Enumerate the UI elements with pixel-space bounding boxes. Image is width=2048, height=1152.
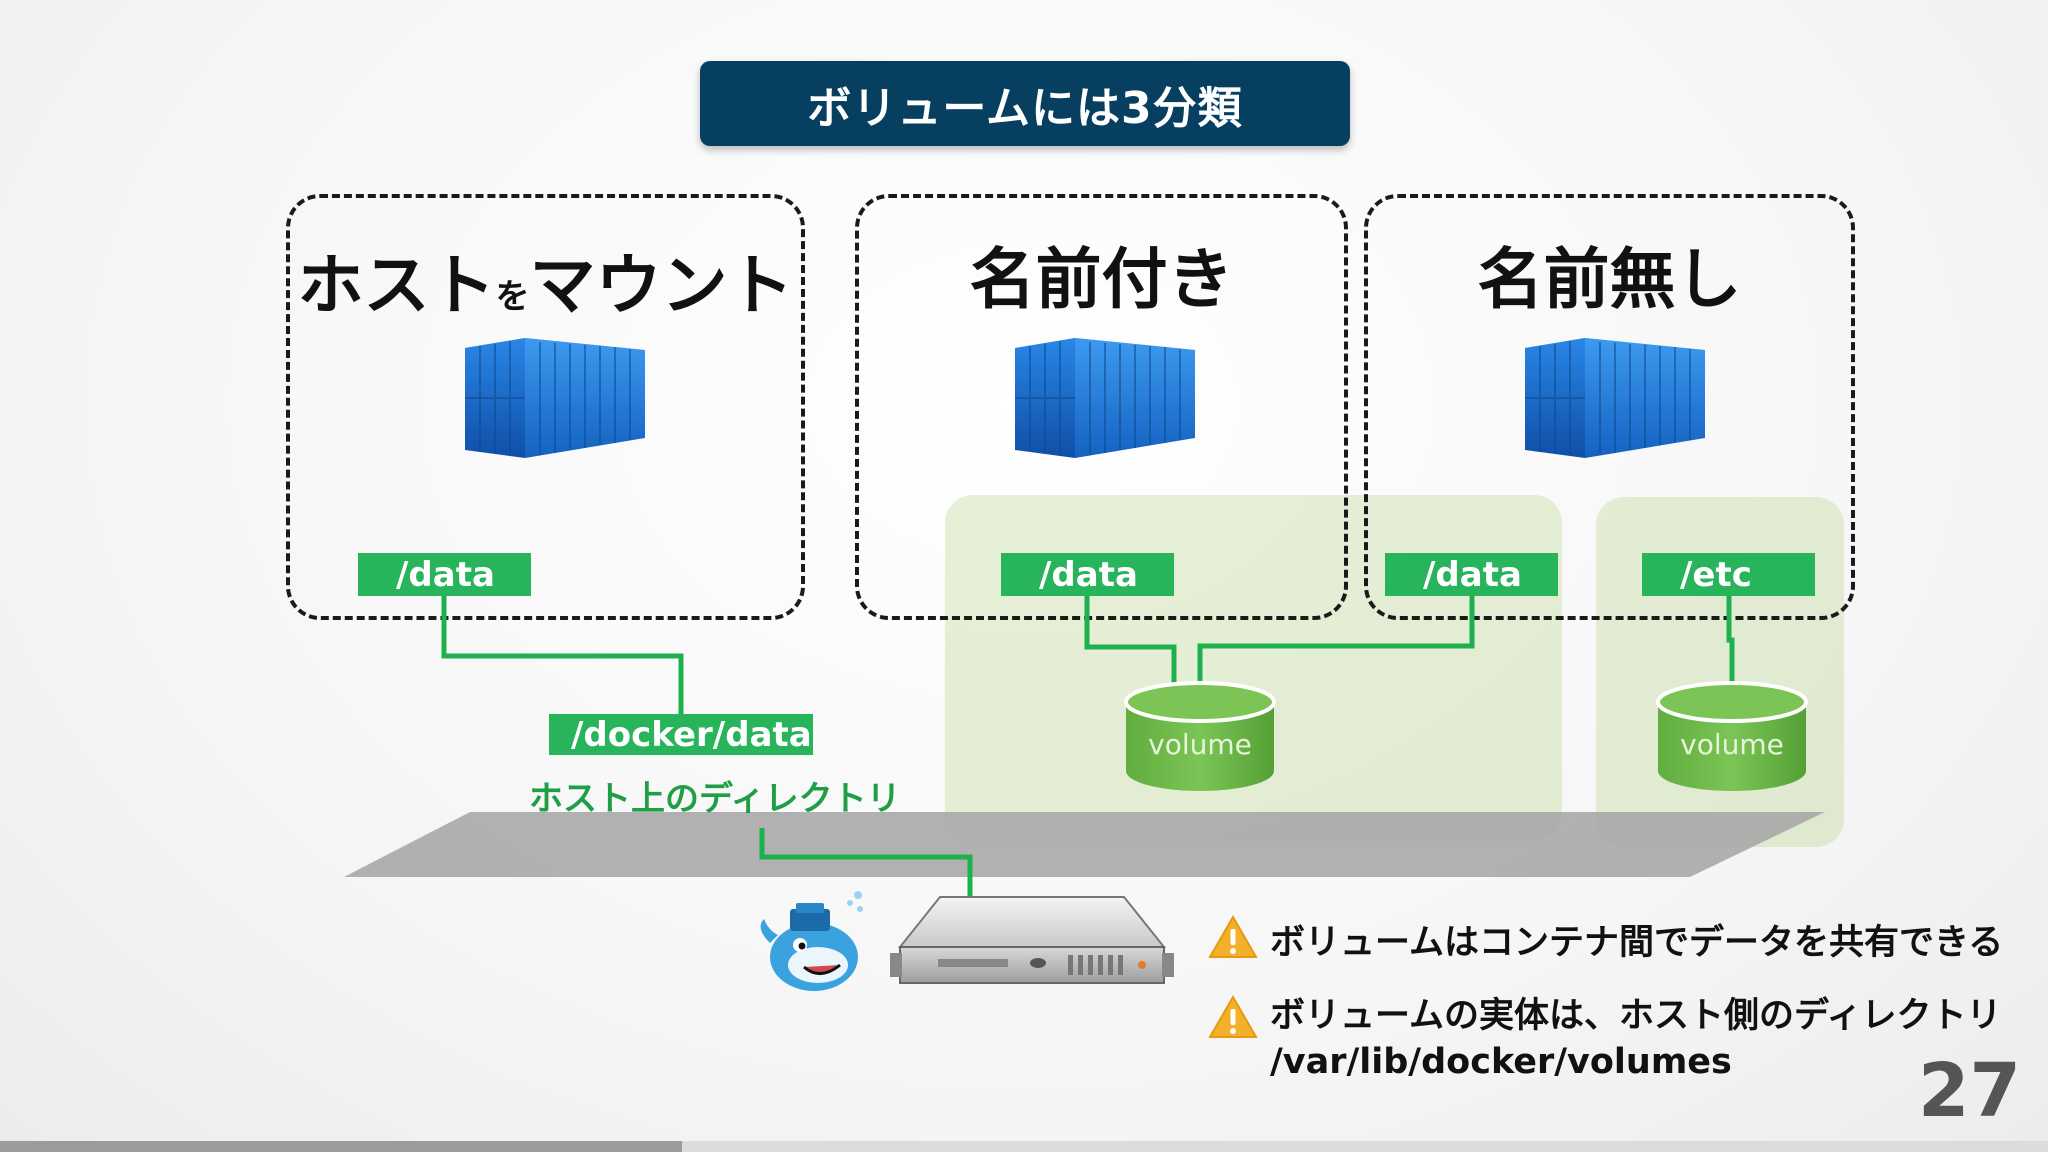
anonymous-data-path: /data: [1423, 554, 1522, 595]
page-number: 27: [1918, 1048, 2021, 1134]
host-mount-title-part2: マウント: [529, 247, 794, 324]
slide-progress-fill: [0, 1141, 682, 1152]
slide-title: ボリュームには3分類: [807, 82, 1243, 134]
server-icon: [890, 896, 1174, 984]
named-volume-title-text: 名前付き: [969, 241, 1234, 318]
anonymous-volume-title: 名前無し: [1364, 226, 1855, 322]
cylinder-volume-icon: [1656, 681, 1808, 791]
docker-whale-icon: [760, 891, 863, 991]
anonymous-volume-label: volume: [1680, 728, 1784, 761]
host-dir-caption-text: ホスト上のディレクトリ: [529, 779, 901, 819]
named-volume-title: 名前付き: [855, 226, 1348, 322]
anonymous-volume-title-text: 名前無し: [1477, 241, 1742, 318]
host-dir-path: /docker/data: [571, 714, 812, 755]
anonymous-volume-cylinder: volume: [1656, 681, 1808, 793]
warning-icon: [1208, 915, 1258, 958]
note-volume-location-line2: /var/lib/docker/volumes: [1270, 1042, 1732, 1082]
host-dir-caption: ホスト上のディレクトリ: [529, 771, 901, 820]
cylinder-volume-icon: [1124, 681, 1276, 791]
named-data-path: /data: [1039, 554, 1138, 595]
anonymous-volume-group: [1364, 194, 1855, 620]
note-share-data-text: ボリュームはコンテナ間でデータを共有できる: [1270, 923, 2004, 963]
host-mount-group: [286, 194, 805, 620]
named-volume-cylinder: volume: [1124, 681, 1276, 793]
anonymous-data-tag: /data: [1385, 553, 1558, 596]
title-banner: ボリュームには3分類: [700, 61, 1350, 146]
host-dir-tag: /docker/data: [549, 714, 813, 755]
named-data-tag: /data: [1001, 553, 1174, 596]
host-mount-title-part1: ホスト: [297, 247, 496, 324]
host-mount-title: ホストをマウント: [286, 232, 805, 328]
note-volume-location-line1: ボリュームの実体は、ホスト側のディレクトリ: [1270, 996, 2002, 1036]
page-number-text: 27: [1918, 1048, 2021, 1134]
host-mount-data-tag: /data: [358, 553, 531, 596]
named-volume-label: volume: [1148, 728, 1252, 761]
warning-icon: [1208, 995, 1258, 1038]
named-volume-group: [855, 194, 1348, 620]
slide-progress-bar: [0, 1141, 2048, 1152]
note-volume-location: ボリュームの実体は、ホスト側のディレクトリ /var/lib/docker/vo…: [1270, 993, 2002, 1085]
etc-tag: /etc: [1642, 553, 1815, 596]
host-mount-title-particle: を: [495, 277, 530, 317]
etc-path: /etc: [1680, 554, 1752, 595]
host-mount-data-path: /data: [396, 554, 495, 595]
note-share-data: ボリュームはコンテナ間でデータを共有できる: [1270, 914, 2003, 965]
